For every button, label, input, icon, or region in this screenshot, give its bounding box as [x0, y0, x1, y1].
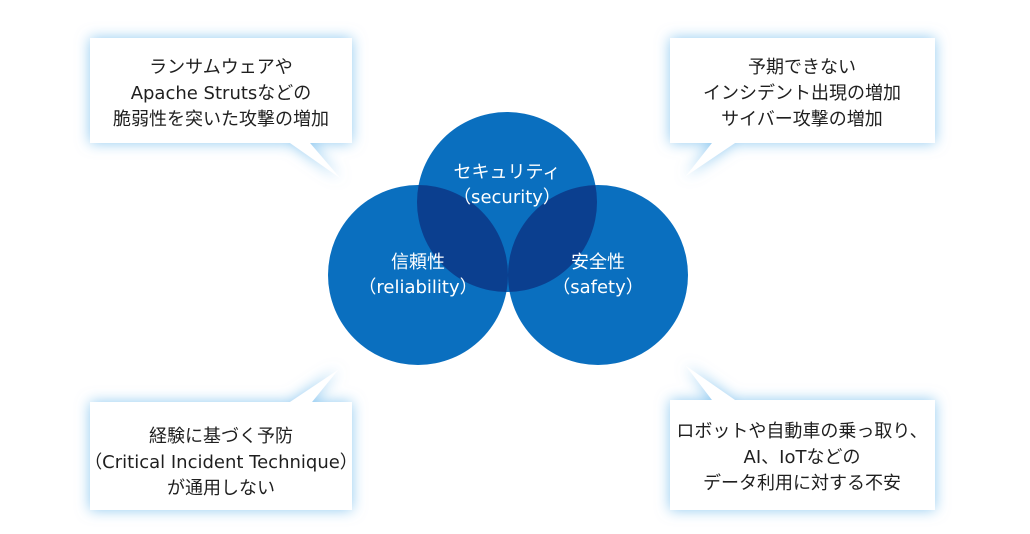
circle-safety-sub: （safety） [552, 277, 644, 298]
callout-bottom-right-line-1: ロボットや自動車の乗っ取り、 [676, 421, 927, 442]
callout-top-right-line-2: インシデント出現の増加 [703, 83, 901, 104]
callout-bubble-bottom-left [90, 370, 352, 510]
callout-bottom-left-line-2: （Critical Incident Technique） [84, 452, 358, 473]
callout-top-right-text: 予期できない インシデント出現の増加 サイバー攻撃の増加 [703, 57, 901, 130]
callout-top-right-line-3: サイバー攻撃の増加 [721, 109, 883, 130]
callout-top-right-line-1: 予期できない [748, 57, 856, 78]
callout-bubble-top-left [90, 38, 352, 178]
callout-bottom-right-line-3: データ利用に対する不安 [703, 473, 901, 494]
overlap-security-safety [508, 185, 597, 292]
circle-security-sub: （security） [453, 187, 561, 208]
callout-bubble-top-right [670, 38, 935, 176]
circle-security-label: セキュリティ [454, 162, 561, 183]
callout-top-left-line-3: 脆弱性を突いた攻撃の増加 [113, 109, 329, 130]
callout-bottom-left-line-3: が通用しない [167, 478, 275, 499]
callout-top-left-line-1: ランサムウェアや [149, 57, 293, 78]
callout-top-left-text: ランサムウェアや Apache Strutsなどの 脆弱性を突いた攻撃の増加 [113, 57, 329, 130]
callout-bottom-left-text: 経験に基づく予防 （Critical Incident Technique） が… [84, 426, 358, 499]
circle-reliability-label: 信頼性 [391, 252, 445, 273]
callout-bottom-left-line-1: 経験に基づく予防 [149, 426, 293, 447]
circle-reliability-sub: （reliability） [358, 277, 477, 298]
circle-safety-label: 安全性 [571, 252, 625, 273]
callout-bottom-right-line-2: AI、IoTなどの [744, 447, 861, 468]
callout-bottom-right-text: ロボットや自動車の乗っ取り、 AI、IoTなどの データ利用に対する不安 [676, 421, 927, 494]
callout-top-left-line-2: Apache Strutsなどの [131, 83, 312, 104]
callout-bubble-bottom-right [670, 366, 935, 510]
